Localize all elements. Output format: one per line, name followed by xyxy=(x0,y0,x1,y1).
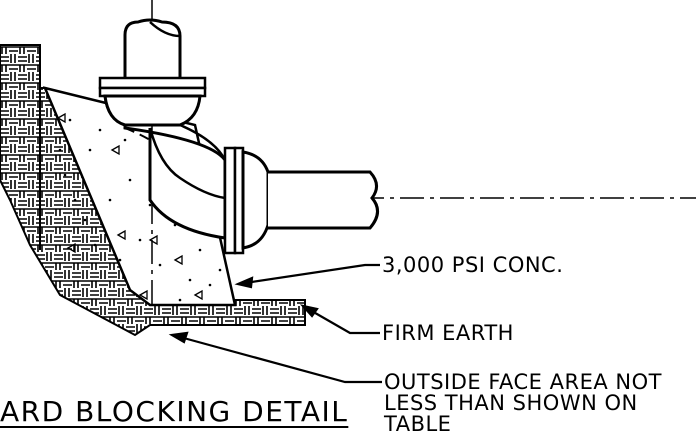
firm-earth-hatch xyxy=(0,44,306,337)
pipe-elbow xyxy=(103,94,227,240)
callout-firm-earth: FIRM EARTH xyxy=(382,321,514,345)
callout-outside-face-line-3: TABLE xyxy=(384,412,452,436)
callout-outside-face-line-1: OUTSIDE FACE AREA NOT xyxy=(384,370,662,394)
vertical-pipe xyxy=(98,18,207,98)
leader-lines xyxy=(168,263,382,384)
horizontal-pipe xyxy=(223,146,379,255)
callout-concrete: 3,000 PSI CONC. xyxy=(382,253,564,277)
drawing-title: ARD BLOCKING DETAIL xyxy=(0,395,349,428)
callout-outside-face-line-2: LESS THAN SHOWN ON xyxy=(384,391,638,415)
